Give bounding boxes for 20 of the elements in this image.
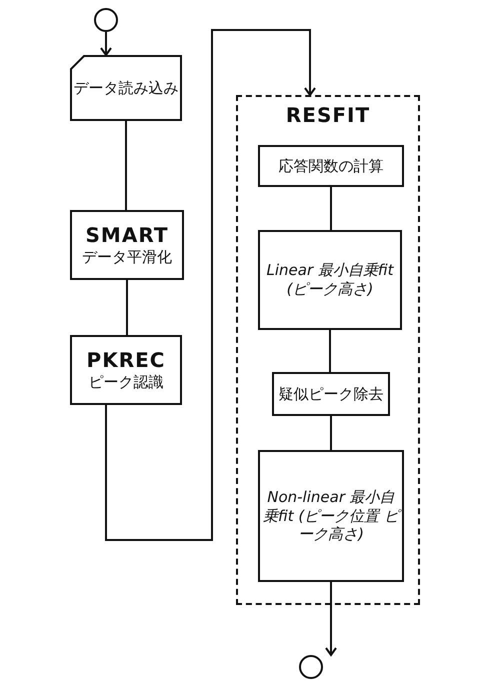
process-box xyxy=(70,335,182,405)
step-text: Linear 最小自乗fit (ピーク高さ) xyxy=(266,261,395,299)
heading-text: SMART xyxy=(86,223,168,248)
dashed-group-box xyxy=(236,95,420,605)
input-card xyxy=(70,55,182,121)
terminal-circle xyxy=(299,655,323,679)
process-box xyxy=(258,230,402,330)
process-box xyxy=(272,372,390,416)
process-box xyxy=(258,450,404,582)
step-text: Non-linear 最小自乗fit (ピーク位置 ピーク高さ) xyxy=(260,488,402,544)
process-box xyxy=(258,145,404,187)
step-text: データ読み込み xyxy=(74,78,178,98)
heading-text: PKREC xyxy=(86,348,166,374)
heading-text: RESFIT xyxy=(286,103,370,128)
step-text: ピーク認識 xyxy=(88,373,164,392)
step-text: 応答関数の計算 xyxy=(278,156,384,176)
terminal-circle xyxy=(94,8,118,32)
step-text: データ平滑化 xyxy=(82,248,172,267)
step-text: 疑似ピーク除去 xyxy=(278,384,384,404)
process-box xyxy=(70,210,184,280)
